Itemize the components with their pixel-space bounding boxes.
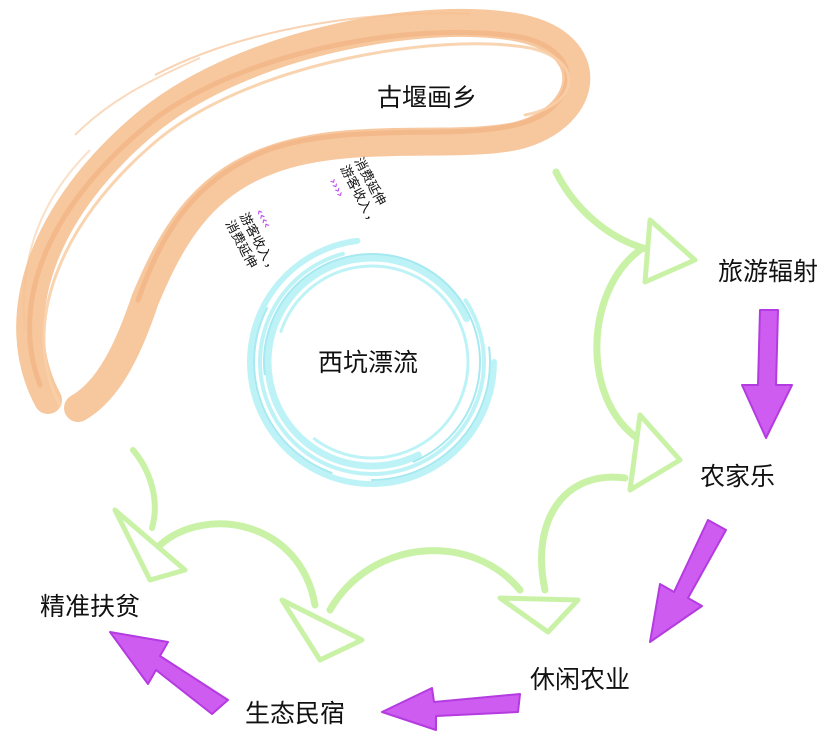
cyan-swirl-circle [247,237,497,487]
label-center-xikeng: 西坑漂流 [318,348,418,377]
purple-arrows [109,309,793,731]
label-precision-poverty: 精准扶贫 [40,592,140,621]
green-arrow-from-orange [130,447,158,531]
purple-arrow-leisure-to-homestay [381,687,521,731]
purple-arrow-tourism-to-farmhouse [741,309,793,439]
green-arrow-to-homestay [279,547,524,663]
label-top-guyan: 古堰画乡 [377,83,477,112]
purple-arrow-homestay-to-poverty [109,631,229,715]
annotation-left-comma: ， [261,258,280,277]
orange-brush-arc [16,8,591,422]
label-eco-homestay: 生态民宿 [245,699,345,728]
green-arrow-to-leisure [497,473,629,635]
green-arrow-to-tourism [552,168,698,285]
purple-arrow-farmhouse-to-leisure [649,519,727,643]
green-arrow-to-farmhouse [593,246,683,493]
green-arrows [112,168,698,663]
label-farmhouse: 农家乐 [700,462,775,491]
green-arrow-from-homestay [112,507,319,609]
label-leisure-agriculture: 休闲农业 [530,665,630,694]
annotation-left: ‹‹‹‹ 游客收入 ， 消费延伸 [222,206,281,277]
annotation-right: 游客收入 ， 消费延伸 ›››› [326,155,388,230]
label-tourism-radiation: 旅游辐射 [718,257,818,286]
annotation-right-comma: ， [362,211,381,230]
